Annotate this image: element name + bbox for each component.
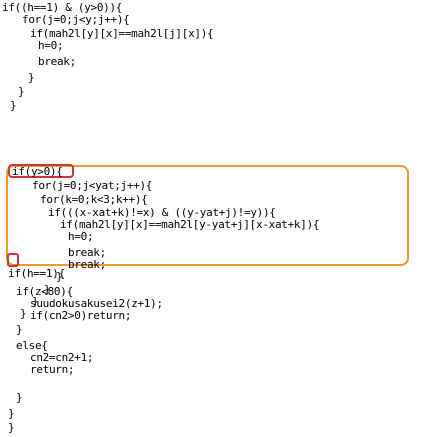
code-line: } <box>10 99 17 112</box>
code-line: } <box>28 71 35 84</box>
code-line: if(((x-xat+k)!=x) & ((y-yat+j)!=y)){ <box>48 206 276 219</box>
code-line: if(y>0){ <box>12 165 63 178</box>
highlight-marker-if-y <box>8 164 74 178</box>
code-line: if((h==1) & (y>0)){ <box>2 1 123 14</box>
highlight-marker-closing-brace <box>7 253 19 267</box>
code-line: } <box>8 421 15 434</box>
highlight-region-box <box>6 165 409 266</box>
code-line: return; <box>30 363 75 376</box>
code-line: if(h==1){ <box>8 267 65 280</box>
code-line: if(cn2>0)return; <box>30 309 132 322</box>
code-line: if(mah2l[y][x]==mah2l[y-yat+j][x-xat+k])… <box>60 218 320 231</box>
code-line: } <box>18 85 25 98</box>
code-line: } <box>56 270 63 283</box>
code-line: break; <box>68 258 106 271</box>
code-line: else{ <box>16 339 48 352</box>
code-line: } <box>20 307 27 320</box>
code-line: } <box>16 323 23 336</box>
code-line: if(mah2l[y][x]==mah2l[j][x]){ <box>30 27 214 40</box>
code-line: for(k=0;k<3;k++){ <box>40 193 148 206</box>
code-line: } <box>16 391 23 404</box>
code-line: suudokusakusei2(z+1); <box>30 297 163 310</box>
code-line: if(z<80){ <box>16 285 73 298</box>
code-line: for(j=0;j<yat;j++){ <box>32 179 153 192</box>
code-line: break; <box>68 246 106 259</box>
code-line: } <box>44 283 51 296</box>
code-line: for(j=0;j<y;j++){ <box>22 13 130 26</box>
code-line: break; <box>38 55 76 68</box>
code-line: cn2=cn2+1; <box>30 351 94 364</box>
code-line: } <box>8 407 15 420</box>
code-line: } <box>32 295 39 308</box>
code-line: h=0; <box>68 230 94 243</box>
code-line: h=0; <box>38 39 64 52</box>
